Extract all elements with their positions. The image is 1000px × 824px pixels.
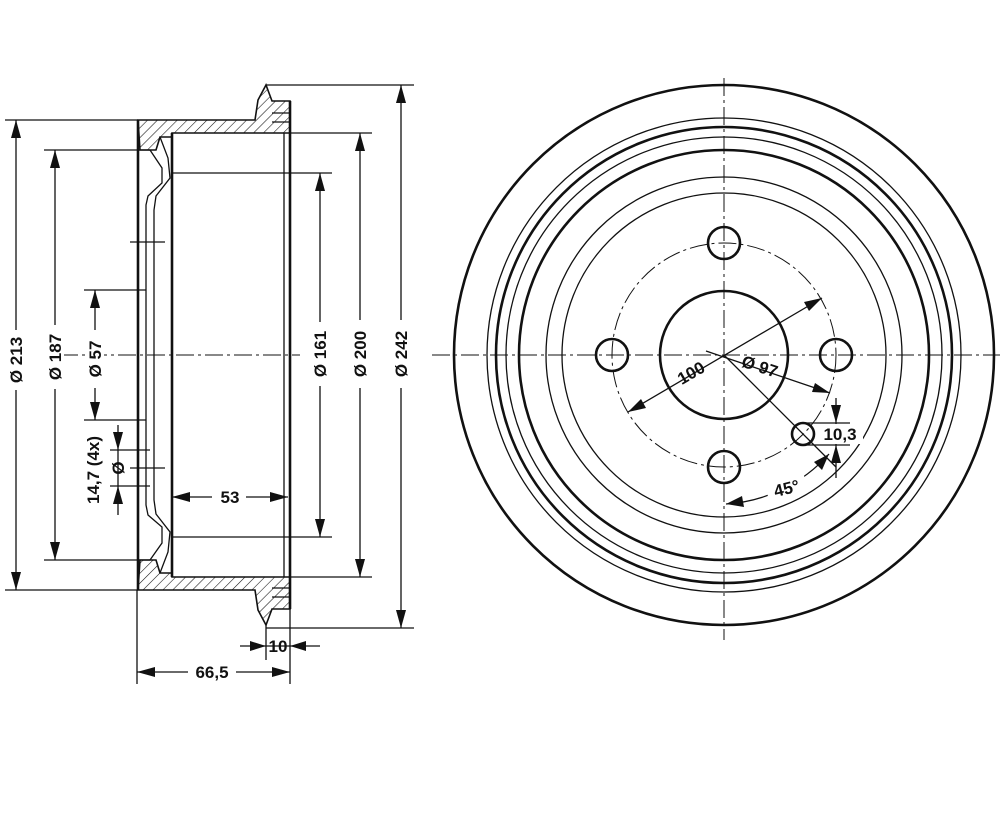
dim-dia-242: Ø 242: [392, 85, 411, 628]
drum-ring-6: [545, 176, 903, 534]
dim-label-hole-14-7: 14,7 (4x): [84, 436, 103, 504]
drum-ring-7: [561, 192, 887, 518]
front-view: 100 Ø 97 10,3 45°: [432, 78, 1000, 640]
drum-back-plate-inner: [153, 136, 171, 574]
dim-dia-57: Ø 57: [86, 290, 105, 420]
dim-label-depth-53: 53: [221, 488, 240, 507]
stud-hole-bottom: [706, 449, 742, 485]
dim-label-dia-213: Ø 213: [7, 337, 26, 383]
dim-dia-187: Ø 187: [46, 150, 65, 560]
dim-dia-161: Ø 161: [311, 173, 330, 537]
stud-hole-right: [818, 337, 854, 373]
drum-outer-ring: [452, 83, 996, 627]
dim-label-hole-10-3: 10,3: [823, 425, 856, 444]
dim-label-hole-dia-symbol: Ø: [109, 461, 128, 474]
bolt-circle: [611, 242, 837, 468]
drum-ring-4: [505, 136, 943, 574]
side-section-view: Ø 213 Ø 187 Ø 57 14,7 (4x) Ø: [5, 83, 414, 684]
dim-dia-200: Ø 200: [351, 133, 370, 577]
drum-ring-2: [486, 117, 962, 593]
dim-hole-10-3: 10,3: [803, 398, 863, 478]
hub-bore: [658, 289, 790, 421]
dim-depth-53: 53: [172, 486, 288, 508]
drum-ring-5: [517, 148, 931, 562]
side-extension-lines: [5, 84, 414, 684]
dim-dia-213: Ø 213: [7, 120, 26, 590]
dim-label-dia-242: Ø 242: [392, 331, 411, 377]
drum-back-plate-profile: [140, 149, 163, 561]
dim-label-dia-57: Ø 57: [86, 341, 105, 378]
dim-label-width-66-5: 66,5: [195, 663, 228, 682]
stud-hole-left: [594, 337, 630, 373]
dim-label-dia-161: Ø 161: [311, 331, 330, 377]
dim-width-10: 10: [240, 637, 320, 656]
dim-label-pcd-100: 100: [674, 358, 708, 389]
stud-hole-top: [706, 225, 742, 261]
dim-width-66-5: 66,5: [137, 661, 290, 683]
dim-dia-97: Ø 97: [705, 350, 831, 394]
dim-hole-14-7: 14,7 (4x) Ø: [84, 425, 150, 515]
drum-ring-3: [494, 125, 954, 585]
dim-label-width-10: 10: [269, 637, 288, 656]
dim-label-dia-187: Ø 187: [46, 334, 65, 380]
dim-label-dia-200: Ø 200: [351, 331, 370, 377]
